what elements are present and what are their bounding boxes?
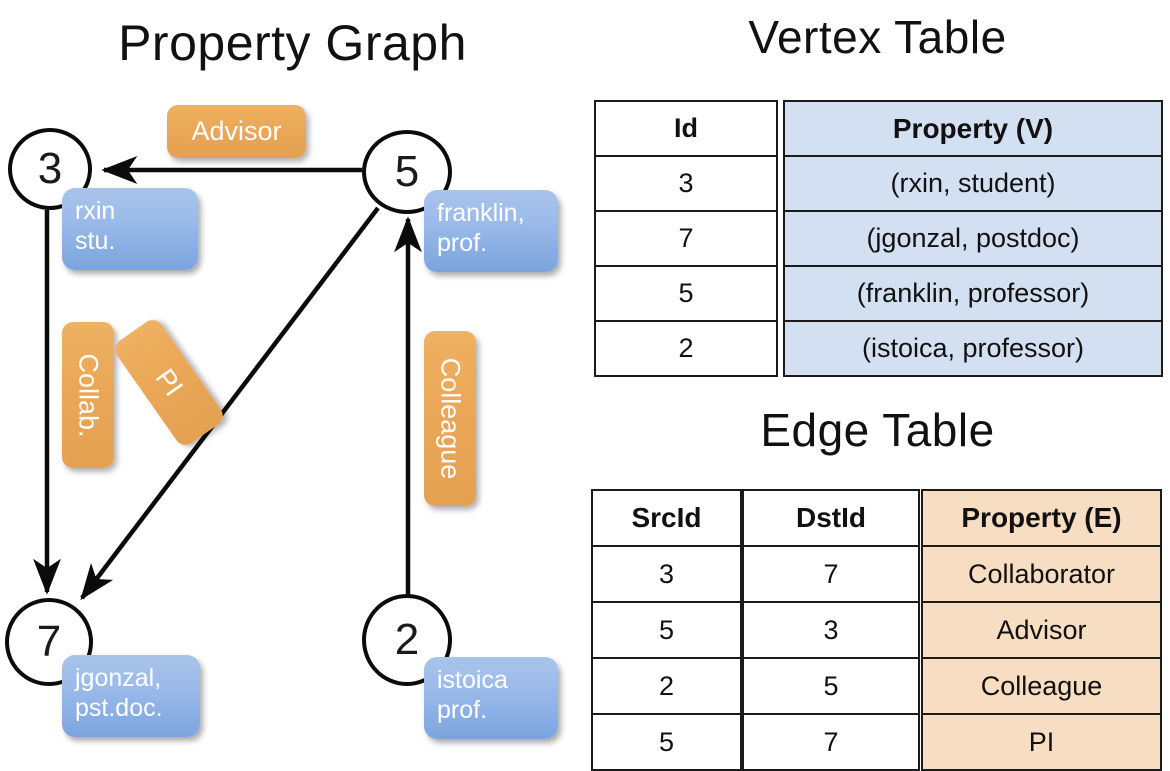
table-row: 3 xyxy=(591,545,742,603)
edge-table-dstid-column: DstId 7 3 5 7 xyxy=(742,489,920,771)
table-row: Id xyxy=(594,100,778,157)
graph-node-3-label: 3 xyxy=(37,144,63,193)
table-row: 2 xyxy=(594,320,778,377)
table-row: 3 xyxy=(742,601,920,659)
vertex-table-cell-property: (rxin, student) xyxy=(783,155,1163,212)
vertex-table-header-property: Property (V) xyxy=(783,100,1163,157)
edge-label-pi-text: PI xyxy=(149,363,190,402)
table-row: SrcId xyxy=(591,489,742,547)
edge-table-cell-property: Advisor xyxy=(921,601,1162,659)
edge-table-cell-dstid: 7 xyxy=(742,545,920,603)
vertex-property-box-rxin[interactable]: rxin stu. xyxy=(62,188,198,270)
vertex-table-cell-id: 3 xyxy=(594,155,778,212)
edge-label-colleague-text: Colleague xyxy=(435,357,466,480)
page-title-edge-table: Edge Table xyxy=(760,404,995,456)
graph-node-2-label: 2 xyxy=(394,615,420,664)
edge-table-property-column: Property (E) Collaborator Advisor Collea… xyxy=(921,489,1162,771)
edge-table-cell-srcid: 5 xyxy=(591,713,742,771)
edge-table-cell-srcid: 5 xyxy=(591,601,742,659)
vertex-table-cell-property: (istoica, professor) xyxy=(783,320,1163,377)
table-row: 7 xyxy=(742,545,920,603)
edge-table-cell-property: Colleague xyxy=(921,657,1162,715)
vertex-table-cell-id: 5 xyxy=(594,265,778,322)
vertex-table-cell-id: 7 xyxy=(594,210,778,267)
page-title-property-graph: Property Graph xyxy=(118,15,467,71)
vertex-property-box-jgonzal[interactable]: jgonzal, pst.doc. xyxy=(62,655,200,737)
graph-node-2[interactable]: 2 xyxy=(362,594,452,686)
table-row: 5 xyxy=(594,265,778,322)
edge-table-header-srcid: SrcId xyxy=(591,489,742,547)
vertex-property-jgonzal-line2: pst.doc. xyxy=(75,693,163,722)
edge-label-collab[interactable]: Collab. xyxy=(62,322,114,468)
table-row: 5 xyxy=(591,601,742,659)
graph-node-5-label: 5 xyxy=(394,147,420,196)
table-row: Property (E) xyxy=(921,489,1162,547)
table-row: Property (V) xyxy=(783,100,1163,157)
table-row: 5 xyxy=(591,713,742,771)
vertex-property-istoica-line1: istoica xyxy=(437,666,508,694)
vertex-table-header-id: Id xyxy=(594,100,778,157)
vertex-table-cell-property: (jgonzal, postdoc) xyxy=(783,210,1163,267)
edge-table-cell-srcid: 2 xyxy=(591,657,742,715)
vertex-property-rxin-line1: rxin xyxy=(75,197,116,225)
edge-label-advisor-text: Advisor xyxy=(191,116,282,146)
vertex-property-rxin-line2: stu. xyxy=(75,226,116,255)
vertex-property-franklin-line1: franklin, xyxy=(437,199,525,227)
vertex-property-jgonzal-line1: jgonzal, xyxy=(75,664,162,692)
table-row: (franklin, professor) xyxy=(783,265,1163,322)
page-title-vertex-table: Vertex Table xyxy=(748,11,1007,63)
vertex-table-cell-id: 2 xyxy=(594,320,778,377)
vertex-property-box-istoica[interactable]: istoica prof. xyxy=(424,657,558,739)
edge-label-collab-text: Collab. xyxy=(73,352,104,438)
graph-node-7-label: 7 xyxy=(36,617,62,666)
edge-table-cell-property: Collaborator xyxy=(921,545,1162,603)
table-row: 5 xyxy=(742,657,920,715)
property-graph-diagram: 3 5 7 2 rxin stu. franklin, prof. jgonza… xyxy=(0,0,585,760)
table-row: Advisor xyxy=(921,601,1162,659)
vertex-table-id-column: Id 3 7 5 2 xyxy=(594,100,778,377)
edge-5-to-7 xyxy=(80,206,380,601)
table-row: (istoica, professor) xyxy=(783,320,1163,377)
edge-table-header-property: Property (E) xyxy=(921,489,1162,547)
table-row: 3 xyxy=(594,155,778,212)
edge-table-cell-dstid: 7 xyxy=(742,713,920,771)
vertex-table-cell-property: (franklin, professor) xyxy=(783,265,1163,322)
vertex-property-franklin-line2: prof. xyxy=(437,228,488,257)
table-row: 2 xyxy=(591,657,742,715)
table-row: (jgonzal, postdoc) xyxy=(783,210,1163,267)
edge-table-cell-dstid: 5 xyxy=(742,657,920,715)
vertex-property-istoica-line2: prof. xyxy=(437,695,488,724)
edge-label-colleague[interactable]: Colleague xyxy=(424,331,476,506)
vertex-property-box-franklin[interactable]: franklin, prof. xyxy=(424,190,558,272)
table-row: 7 xyxy=(594,210,778,267)
edge-table-cell-srcid: 3 xyxy=(591,545,742,603)
edge-table-cell-property: PI xyxy=(921,713,1162,771)
table-row: 7 xyxy=(742,713,920,771)
edge-table-cell-dstid: 3 xyxy=(742,601,920,659)
graph-edge-arrows xyxy=(33,156,422,601)
edge-label-advisor[interactable]: Advisor xyxy=(167,105,306,158)
graph-node-5[interactable]: 5 xyxy=(362,130,452,214)
edge-table-header-dstid: DstId xyxy=(742,489,920,547)
table-row: Colleague xyxy=(921,657,1162,715)
table-row: Collaborator xyxy=(921,545,1162,603)
vertex-table-property-column: Property (V) (rxin, student) (jgonzal, p… xyxy=(783,100,1163,377)
edge-table-srcid-column: SrcId 3 5 2 5 xyxy=(591,489,742,771)
table-row: DstId xyxy=(742,489,920,547)
table-row: PI xyxy=(921,713,1162,771)
table-row: (rxin, student) xyxy=(783,155,1163,212)
